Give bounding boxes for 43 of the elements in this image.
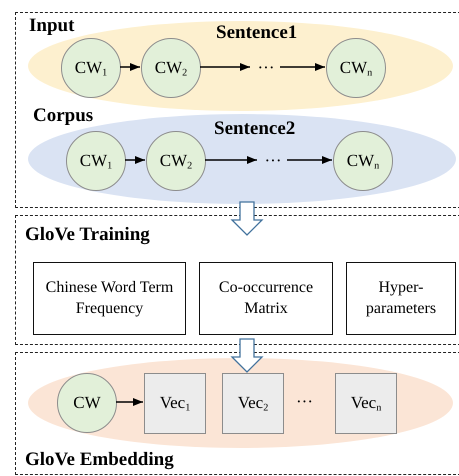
vector-box	[222, 373, 284, 434]
ellipsis: ···	[264, 151, 282, 171]
sentence-label: Corpus	[33, 105, 94, 127]
word-circle	[57, 373, 117, 433]
section-panel	[15, 352, 459, 475]
word-label: CW	[73, 393, 101, 413]
word-circle	[61, 38, 121, 98]
word-label: CW$_{n}$	[346, 150, 380, 172]
arrow	[120, 63, 140, 71]
arrow	[287, 156, 332, 164]
process-box	[199, 262, 333, 335]
section-panel	[15, 12, 459, 208]
section-title: GloVe Training	[25, 224, 150, 246]
arrow	[116, 398, 143, 406]
vector-box	[144, 373, 206, 434]
arrow	[200, 63, 250, 71]
vector-label: Vec$_{n}$	[350, 393, 382, 414]
word-circle	[66, 131, 126, 191]
section-title: GloVe Embedding	[25, 449, 174, 471]
box-label: Chinese Word Term Frequency	[44, 278, 174, 318]
word-label: CW$_{1}$	[80, 150, 112, 172]
block-arrow	[230, 338, 264, 373]
block-arrow	[230, 201, 264, 236]
vector-label: Vec$_{2}$	[238, 393, 268, 414]
process-box	[346, 262, 456, 335]
sentence-label: Input	[29, 15, 74, 37]
arrow	[205, 156, 257, 164]
ellipsis: ···	[296, 392, 313, 412]
vector-box	[335, 373, 397, 434]
process-box	[33, 262, 186, 335]
vector-label: Vec$_{1}$	[160, 393, 190, 414]
section-panel	[15, 215, 459, 345]
sentence-label: Sentence1	[216, 22, 298, 44]
box-label: Co-occurrence Matrix	[218, 278, 314, 318]
word-label: CW$_{2}$	[154, 58, 188, 78]
word-label: CW$_{2}$	[160, 150, 192, 172]
sentence-label: Sentence2	[214, 118, 296, 140]
ellipsis: ···	[258, 58, 274, 78]
arrow	[280, 63, 325, 71]
word-label: CW$_{n}$	[340, 58, 372, 78]
arrow	[125, 156, 145, 164]
box-label: Hyper- parameters	[364, 278, 438, 318]
word-label: CW$_{1}$	[74, 58, 108, 78]
